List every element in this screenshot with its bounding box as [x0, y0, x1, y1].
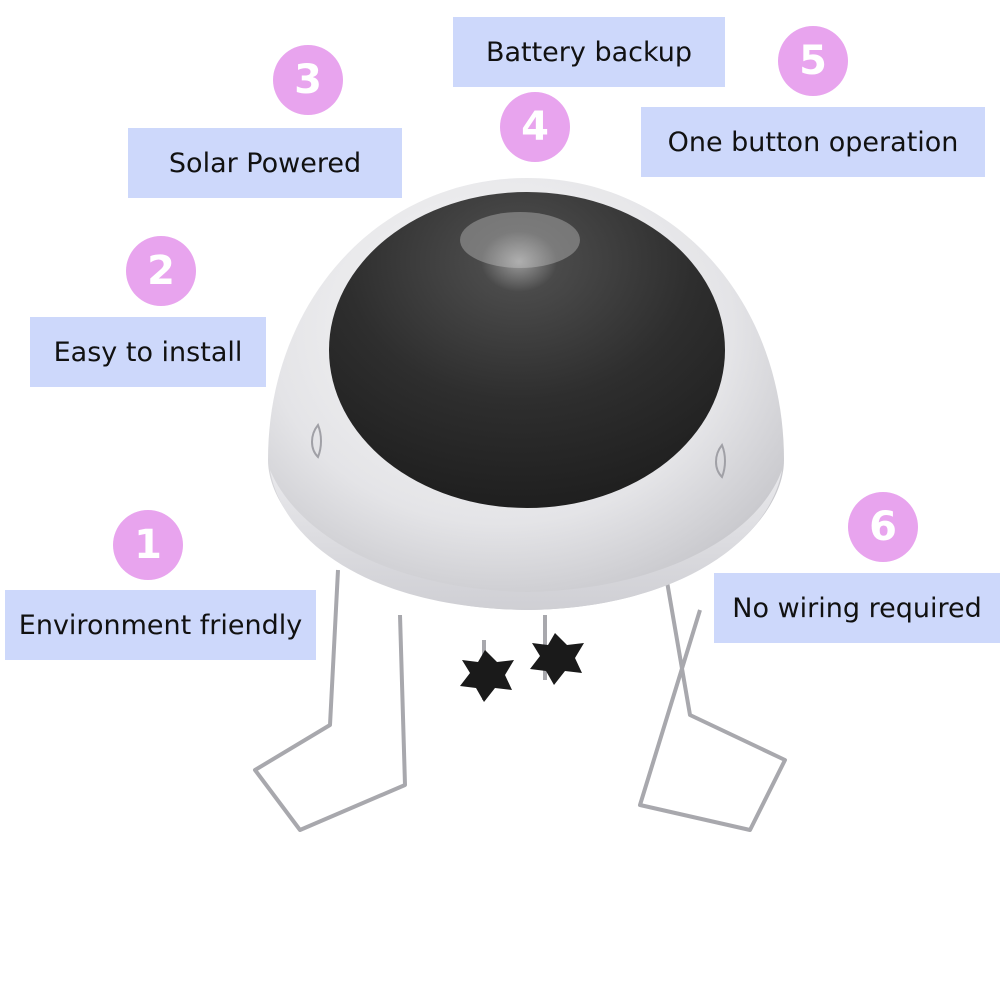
badge-6: 6: [848, 492, 918, 562]
dome-rim: [270, 470, 782, 610]
mounting-knobs: [460, 633, 584, 702]
label-battery-backup: Battery backup: [453, 17, 725, 87]
label-one-button-operation: One button operation: [641, 107, 985, 177]
label-environment-friendly: Environment friendly: [5, 590, 316, 660]
solar-panel: [329, 192, 725, 508]
label-easy-to-install: Easy to install: [30, 317, 266, 387]
badge-5: 5: [778, 26, 848, 96]
badge-2: 2: [126, 236, 196, 306]
badge-1: 1: [113, 510, 183, 580]
label-no-wiring-required: No wiring required: [714, 573, 1000, 643]
badge-3: 3: [273, 45, 343, 115]
badge-4: 4: [500, 92, 570, 162]
label-solar-powered: Solar Powered: [128, 128, 402, 198]
